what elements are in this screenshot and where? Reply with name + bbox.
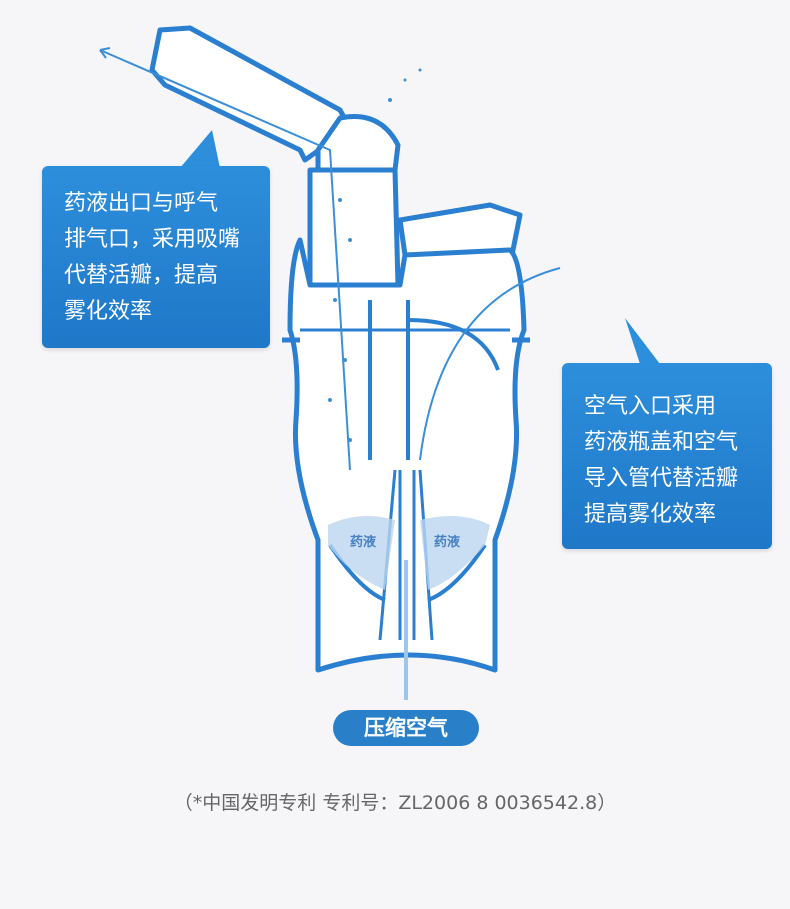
outlet-callout: 药液出口与呼气 排气口，采用吸嘴 代替活瓣，提高 雾化效率	[42, 166, 270, 348]
patent-note: （*中国发明专利 专利号：ZL2006 8 0036542.8）	[173, 792, 617, 814]
cap	[397, 202, 523, 258]
compressed-air-label: 压缩空气	[333, 710, 479, 746]
liquid-label-left: 药液	[350, 534, 376, 550]
aerosol-arrow	[99, 49, 351, 471]
liquid-left	[328, 516, 395, 590]
air-inlet-arrow	[419, 267, 561, 461]
liquid-right	[420, 516, 490, 590]
mouthpiece	[149, 25, 353, 163]
callout-pointer-inlet	[625, 318, 660, 364]
neck	[307, 167, 401, 288]
inlet-callout: 空气入口采用 药液瓶盖和空气 导入管代替活瓣 提高雾化效率	[562, 363, 772, 549]
liquid-label-right: 药液	[434, 534, 460, 550]
callout-pointer-outlet	[180, 130, 220, 168]
